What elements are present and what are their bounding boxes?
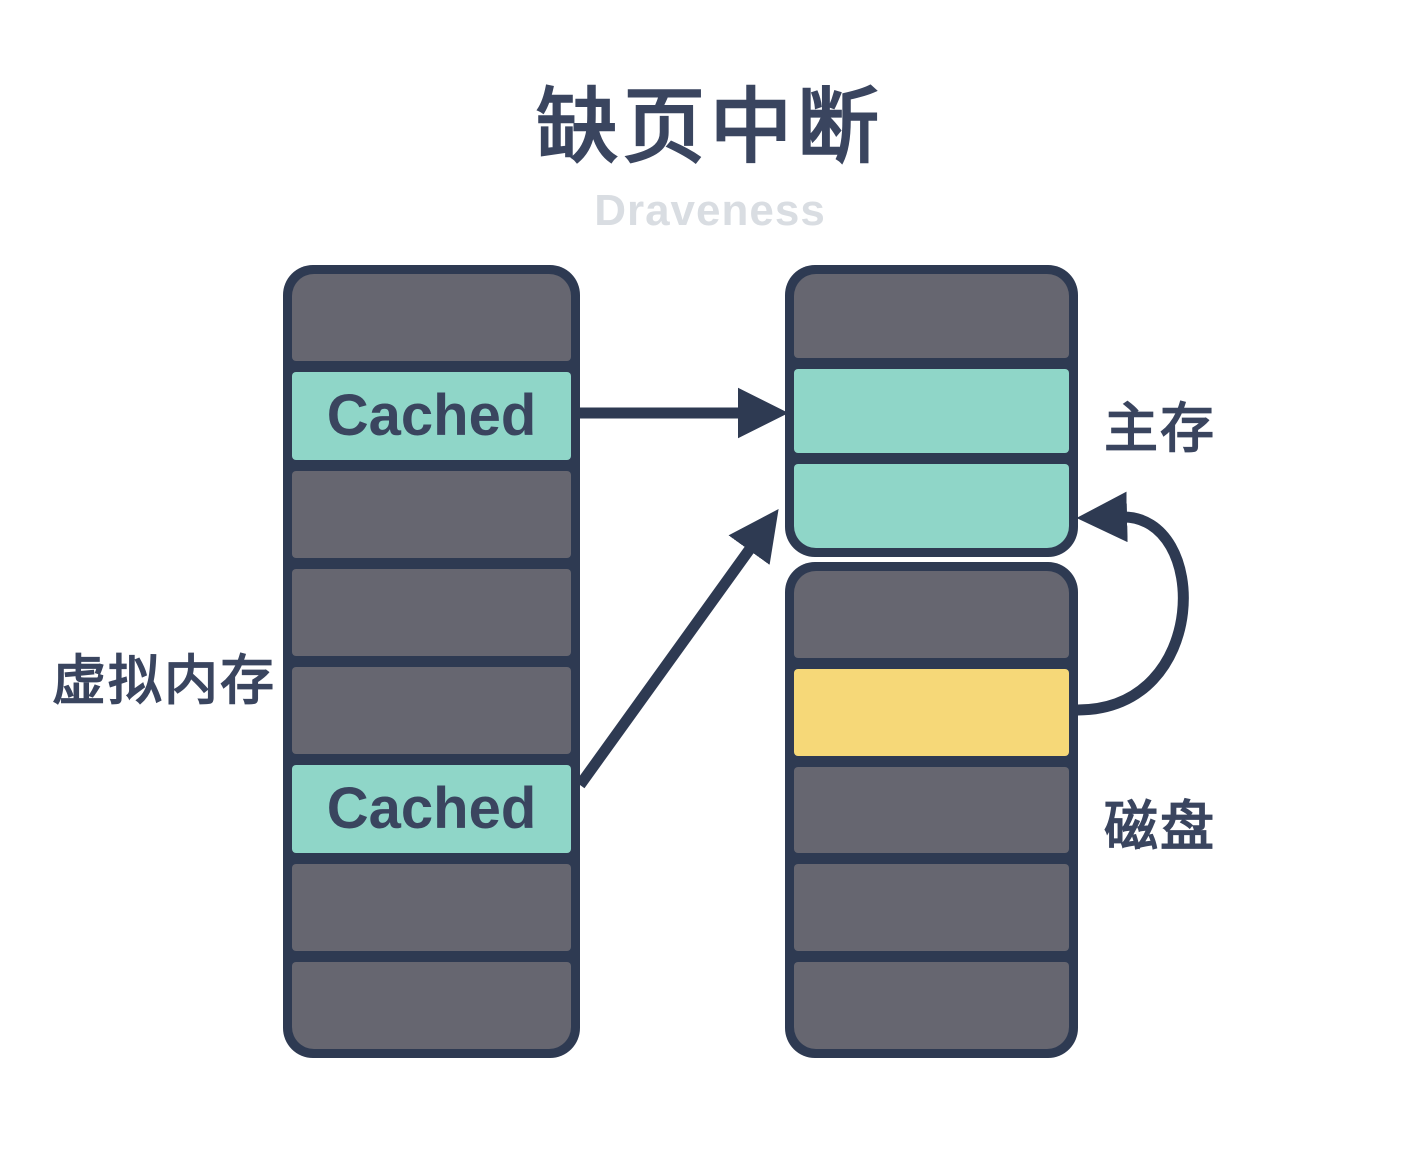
segment-gray (292, 667, 571, 755)
segment-gray (292, 961, 571, 1049)
disk-label: 磁盘 (1104, 797, 1216, 857)
segment-gray (794, 571, 1069, 658)
page-title: 缺页中断 (535, 82, 884, 173)
cached-label: Cached (326, 383, 537, 449)
segment-gray (292, 568, 571, 656)
segment-gray (292, 863, 571, 951)
main-memory-label: 主存 (1104, 399, 1216, 459)
segment-cached: Cached (292, 372, 571, 460)
cached-label: Cached (326, 776, 537, 842)
segment-yellow (794, 668, 1069, 756)
segment-teal (794, 369, 1069, 453)
segment-teal (794, 464, 1069, 548)
disk-block (785, 562, 1078, 1058)
segment-gray (794, 766, 1069, 854)
arrow-disk-page-to-main-memory (1076, 491, 1189, 716)
segment-gray (794, 864, 1069, 952)
segment-gray (292, 274, 571, 362)
segment-gray (794, 274, 1069, 358)
segment-gray (794, 962, 1069, 1049)
segment-cached: Cached (292, 765, 571, 853)
arrow-cached-bottom-to-main-memory (575, 509, 779, 789)
segment-gray (292, 470, 571, 558)
virtual-memory-label: 虚拟内存 (52, 651, 276, 711)
main-memory-block (785, 265, 1078, 557)
watermark-text: Draveness (594, 186, 826, 235)
